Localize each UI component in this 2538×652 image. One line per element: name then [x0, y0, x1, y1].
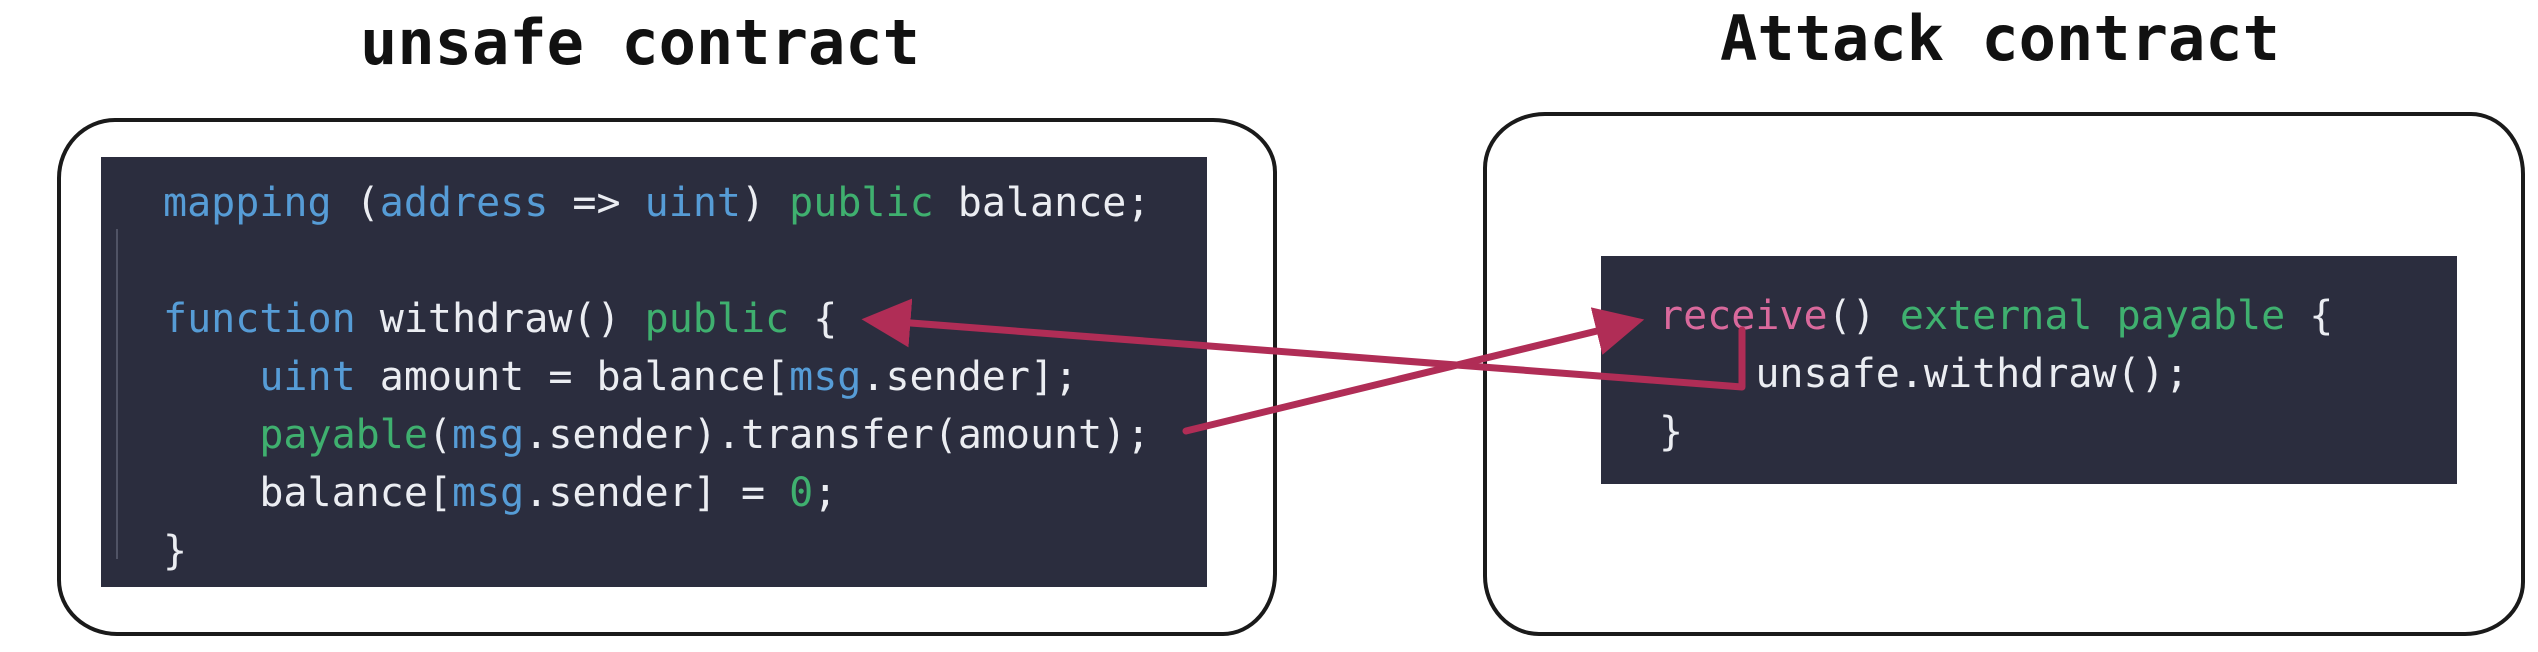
attack-contract-title: Attack contract: [1720, 2, 2280, 75]
code-line: mapping (address => uint) public balance…: [163, 174, 1207, 232]
attack-code-panel: receive() external payable { unsafe.with…: [1601, 256, 2457, 484]
code-line: }: [1659, 403, 2457, 461]
code-token: address: [379, 180, 549, 226]
code-line: payable(msg.sender).transfer(amount);: [163, 406, 1207, 464]
code-token: amount = balance[: [355, 354, 790, 400]
code-line: }: [163, 522, 1207, 580]
code-token: =>: [548, 180, 645, 226]
code-token: msg: [789, 354, 862, 400]
code-token: .sender).transfer(amount);: [524, 412, 1151, 458]
code-token: .sender] =: [524, 470, 790, 516]
code-token: public: [789, 180, 934, 226]
code-token: (: [355, 180, 380, 226]
code-token: mapping: [163, 180, 356, 226]
code-token: msg: [451, 470, 525, 516]
code-token: withdraw(): [355, 296, 645, 342]
code-token: ): [740, 180, 790, 226]
unsafe-contract-code: mapping (address => uint) public balance…: [101, 157, 1207, 580]
code-line: receive() external payable {: [1659, 287, 2457, 345]
unsafe-contract-title: unsafe contract: [360, 6, 920, 79]
code-token: balance[: [163, 470, 452, 516]
code-token: payable: [259, 412, 428, 458]
code-token: [163, 412, 259, 458]
code-token: uint: [259, 354, 356, 400]
code-token: {: [2285, 293, 2334, 339]
code-token: function: [163, 296, 356, 342]
code-token: unsafe.withdraw();: [1659, 351, 2189, 397]
code-token: .sender];: [861, 354, 1079, 400]
code-token: receive: [1659, 293, 1828, 339]
code-token: uint: [644, 180, 741, 226]
code-line: function withdraw() public {: [163, 290, 1207, 348]
code-token: {: [789, 296, 838, 342]
code-token: [2092, 293, 2116, 339]
code-token: ;: [813, 470, 838, 516]
attack-contract-code: receive() external payable { unsafe.with…: [1601, 256, 2457, 461]
code-line: uint amount = balance[msg.sender];: [163, 348, 1207, 406]
code-token: }: [163, 528, 188, 574]
code-token: msg: [452, 412, 525, 458]
code-token: external: [1899, 293, 2093, 339]
code-token: 0: [789, 470, 814, 516]
unsafe-code-panel: mapping (address => uint) public balance…: [101, 157, 1207, 587]
code-token: (): [1827, 293, 1900, 339]
code-line: unsafe.withdraw();: [1659, 345, 2457, 403]
code-token: public: [644, 296, 790, 342]
code-token: (: [427, 412, 452, 458]
code-token: }: [1659, 409, 1684, 455]
code-token: balance;: [933, 180, 1151, 226]
code-token: [163, 354, 259, 400]
code-token: payable: [2116, 293, 2286, 339]
code-line: balance[msg.sender] = 0;: [163, 464, 1207, 522]
code-line: [163, 232, 1207, 290]
indent-guide-line: [116, 229, 118, 559]
